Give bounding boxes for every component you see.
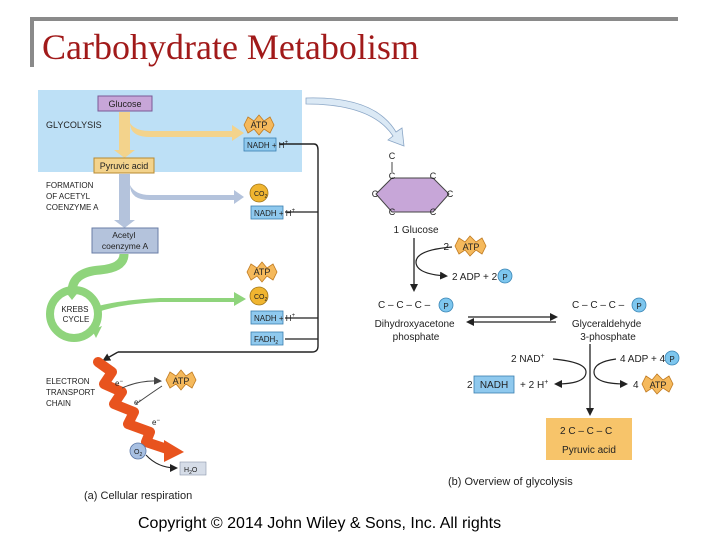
- krebs-cycle-arrowhead: [92, 326, 102, 338]
- atp-burst-glycolysis: [243, 114, 275, 136]
- acetyl-coa-label: Acetyl coenzyme A: [102, 230, 149, 251]
- nadh-h-formation: NADH + H+: [254, 208, 296, 218]
- caption-a: (a) Cellular respiration: [84, 490, 192, 502]
- formation-down-arrow: [119, 174, 130, 222]
- krebs-cycle-ring: [46, 286, 102, 342]
- two-nadh-number: 2: [467, 380, 473, 391]
- etc-label: ELECTRON TRANSPORT CHAIN: [46, 377, 97, 408]
- electron-transport-arrowhead: [164, 440, 184, 462]
- slide-frame-top: [30, 17, 678, 21]
- atp-burst-produced: [641, 373, 674, 395]
- phosphate-circle-g3p: [631, 297, 647, 313]
- carrier-to-chain-arrow: [102, 351, 119, 361]
- fadh2-box: [250, 331, 284, 346]
- phosphate-circle-adp: [497, 268, 513, 284]
- atp-label-etc: ATP: [173, 376, 190, 386]
- four-atp-number: 4: [633, 380, 639, 391]
- phosphate-label-g3p: P: [636, 302, 641, 311]
- atp-burst-etc: [165, 369, 197, 391]
- nadh-box-b: [473, 375, 515, 394]
- pyruvic-acid-label-a: Pyruvic acid: [100, 161, 149, 171]
- four-adp-label: 4 ADP + 4: [620, 354, 666, 365]
- atp-label-glycolysis: ATP: [251, 120, 268, 130]
- co2-label-formation: CO2: [254, 191, 268, 200]
- two-atp-number: 2: [443, 242, 449, 253]
- co2-circle-krebs: [249, 286, 269, 306]
- nad-reduction-curve: [552, 358, 587, 388]
- zoom-in-arrow: [305, 97, 405, 147]
- plus-2h-label: + 2 H+: [520, 379, 548, 391]
- phosphate-label-four: P: [669, 355, 674, 364]
- carbon-tr: C: [430, 171, 437, 181]
- krebs-output-arrow: [98, 292, 246, 312]
- phosphate-label-adp: P: [502, 273, 507, 282]
- glucose-label-b: 1 Glucose: [393, 225, 438, 236]
- carbon-top: C: [389, 151, 396, 161]
- dihydroxy-chain: C – C – C –: [378, 300, 431, 311]
- slide-frame-left: [30, 17, 34, 67]
- glyceraldehyde-chain: C – C – C –: [572, 300, 625, 311]
- phosphate-circle-dhap: [438, 297, 454, 313]
- pyruvic-chain-label: 2 C – C – C: [560, 426, 612, 437]
- fadh2-label: FADH2: [254, 335, 278, 346]
- glucose-label: Glucose: [108, 99, 141, 109]
- acetyl-to-krebs-arrow: [67, 253, 129, 293]
- atp-burst-consumed: [454, 235, 487, 257]
- atp-burst-krebs: [246, 261, 278, 283]
- atp-label-consumed: ATP: [463, 242, 480, 252]
- electron-transport-zigzag: [93, 357, 175, 455]
- glycolysis-down-arrow: [119, 112, 130, 152]
- o2-circle: [129, 442, 147, 460]
- etc-to-atp-arrow-2: [135, 385, 163, 405]
- glucose-hexagon: [375, 177, 450, 213]
- slide-title: Carbohydrate Metabolism: [42, 27, 419, 67]
- co2-label-krebs: CO2: [254, 294, 268, 303]
- copyright-footer: Copyright © 2014 John Wiley & Sons, Inc.…: [138, 515, 502, 532]
- phosphate-label-dhap: P: [443, 302, 448, 311]
- formation-down-arrowhead: [114, 220, 135, 228]
- carbon-bl: C: [389, 207, 396, 217]
- electron-label-1: e−: [115, 379, 123, 388]
- electron-carrier-line: [118, 143, 319, 353]
- acetyl-coa-box: [91, 227, 159, 254]
- caption-b: (b) Overview of glycolysis: [448, 476, 573, 488]
- glycolysis-label: GLYCOLYSIS: [46, 120, 102, 130]
- pyruvic-acid-box-b: [546, 418, 632, 460]
- etc-to-atp-arrow: [121, 376, 162, 389]
- krebs-cycle-label: KREBS CYCLE: [61, 305, 90, 324]
- atp-production-curve: [593, 358, 628, 388]
- pyruvic-acid-label-b: Pyruvic acid: [562, 445, 616, 456]
- carbon-tl: C: [389, 171, 396, 181]
- glyceraldehyde-label: Glyceraldehyde 3-phosphate: [572, 319, 644, 343]
- adp-produced-label: 2 ADP + 2: [452, 272, 498, 283]
- carbon-right: C: [447, 189, 454, 199]
- o2-to-water-arrow: [145, 454, 178, 472]
- o2-label: O2: [134, 449, 142, 458]
- phosphate-circle-four: [664, 350, 680, 366]
- co2-circle-formation: [249, 183, 269, 203]
- glycolysis-atp-branch: [130, 123, 244, 141]
- pyruvic-acid-box-a: [93, 157, 155, 174]
- formation-co2-branch: [130, 185, 244, 204]
- two-nad-label: 2 NAD+: [511, 353, 545, 365]
- atp-label-produced: ATP: [650, 380, 667, 390]
- carbon-br: C: [430, 207, 437, 217]
- formation-label: FORMATION OF ACETYL COENZYME A: [46, 181, 99, 212]
- carbon-left: C: [372, 189, 379, 199]
- nadh-h-krebs: NADH + H+: [254, 313, 296, 323]
- electron-label-3: e−: [152, 418, 160, 427]
- dihydroxy-label: Dihydroxyacetone phosphate: [375, 319, 458, 343]
- nadh-box-krebs: [250, 310, 284, 325]
- water-label: H2O: [184, 467, 198, 476]
- nadh-h-glycolysis: NADH + H+: [247, 140, 289, 150]
- nadh-box-glycolysis: [243, 137, 277, 152]
- atp-consumed-curve: [415, 246, 453, 280]
- nadh-label-b: NADH: [480, 380, 508, 391]
- atp-label-krebs: ATP: [254, 267, 271, 277]
- nadh-box-formation: [250, 205, 284, 220]
- glucose-box: [97, 95, 153, 112]
- glycolysis-down-arrowhead: [114, 150, 135, 158]
- water-box: [179, 461, 207, 476]
